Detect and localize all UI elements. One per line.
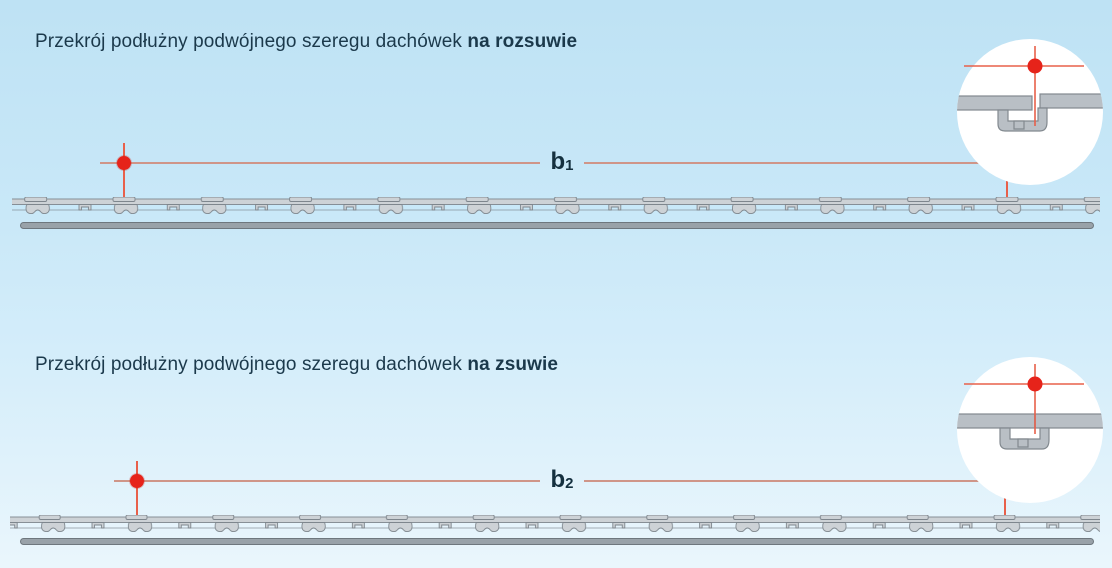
dimension-label-subscript: 2 bbox=[565, 475, 574, 492]
tile-row-pattern-area bbox=[12, 197, 1100, 217]
dimension-line-b2-right-segment bbox=[584, 480, 1025, 482]
magnifier-circle bbox=[957, 357, 1103, 503]
tile-row-profile bbox=[12, 197, 1100, 217]
title-regular-text: Przekrój podłużny podwójnego szeregu dac… bbox=[35, 31, 462, 52]
inset-interlock-tooth bbox=[1013, 120, 1025, 130]
roof-batten bbox=[20, 222, 1094, 229]
dimension-label-letter: b bbox=[550, 148, 566, 175]
dimension-line-b2-left-segment bbox=[114, 480, 540, 482]
inset-interlock-tooth bbox=[1017, 438, 1029, 448]
measure-point-dot bbox=[1027, 376, 1043, 392]
dimension-label-letter: b bbox=[550, 466, 566, 493]
measure-point-dot bbox=[117, 156, 131, 170]
measure-point-dot bbox=[1027, 58, 1043, 74]
detail-inset-rozsuwie bbox=[957, 39, 1103, 185]
tile-row-profile bbox=[10, 515, 1100, 535]
inset-interlock-channel bbox=[999, 427, 1050, 450]
section-title-zsuwie: Przekrój podłużny podwójnego szeregu dac… bbox=[35, 354, 558, 376]
inset-right-tile-band bbox=[1039, 93, 1103, 109]
inset-left-tile-band bbox=[957, 95, 1033, 111]
title-regular-text: Przekrój podłużny podwójnego szeregu dac… bbox=[35, 354, 462, 375]
section-title-rozsuwie: Przekrój podłużny podwójnego szeregu dac… bbox=[35, 31, 577, 53]
measure-vertical-line-left bbox=[123, 143, 125, 207]
detail-inset-zsuwie bbox=[957, 357, 1103, 503]
measure-point-dot bbox=[130, 474, 144, 488]
roof-batten bbox=[20, 538, 1094, 545]
tile-row-pattern-area bbox=[10, 515, 1100, 535]
title-bold-text: na zsuwie bbox=[467, 354, 559, 375]
inset-left-tile-band bbox=[957, 413, 1036, 429]
dimension-line-b1-left-segment bbox=[100, 162, 540, 164]
title-bold-text: na rozsuwie bbox=[467, 31, 578, 52]
dimension-line-b1-right-segment bbox=[584, 162, 1028, 164]
dimension-label-subscript: 1 bbox=[565, 157, 574, 174]
magnifier-circle bbox=[957, 39, 1103, 185]
inset-right-tile-band bbox=[1034, 413, 1103, 429]
measure-vertical-line-left bbox=[136, 461, 138, 524]
